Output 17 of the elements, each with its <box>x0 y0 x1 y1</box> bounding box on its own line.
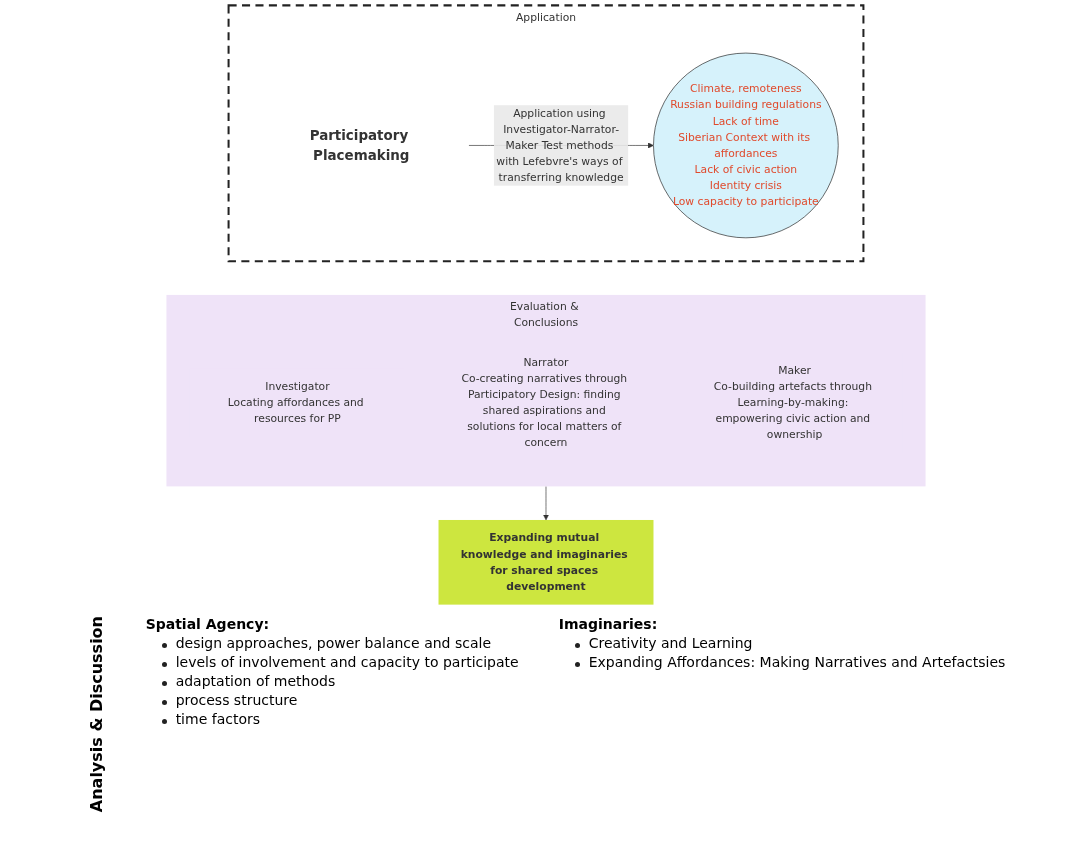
node-text: Maker Co-building artefacts through Learning-by-making: empowering civic action and ownership <box>713 363 872 442</box>
bullet-item: levels of involvement and capacity to participate <box>161 654 519 670</box>
node-text: Investigator Locating affordances and resources for PP <box>227 379 364 425</box>
list-heading: Spatial Agency: <box>145 616 271 632</box>
bullet-item: adaptation of methods <box>161 673 519 689</box>
bullet-item: design approaches, power balance and scale <box>161 635 519 651</box>
node-circle: Climate, remoteness Russian building regulations Lack of time Siberian Context with its affordances Lack of civic action Identity crisis Low capacity to participate <box>653 52 839 239</box>
bullet-item: Creativity and Learning <box>574 635 1006 651</box>
section-heading: Analysis & Discussion <box>86 616 106 813</box>
node-text: Narrator Co-creating narratives through Participatory Design: finding shared aspirations and solutions for local matters of concern <box>461 355 628 450</box>
list-heading: Imaginaries: <box>558 616 659 632</box>
bullet-item: time factors <box>161 711 519 727</box>
bullet-item: Expanding Affordances: Making Narratives and Artefactsies <box>574 654 1006 670</box>
bullet-item: process structure <box>161 692 519 708</box>
node-box: Expanding mutual knowledge and imaginaries for shared spaces development <box>438 520 654 605</box>
node-text: Participatory Placemaking <box>309 127 410 164</box>
edge-label: Application using Investigator-Narrator-Maker Test methods with Lefebvre's ways of transferring knowledge <box>496 106 624 184</box>
